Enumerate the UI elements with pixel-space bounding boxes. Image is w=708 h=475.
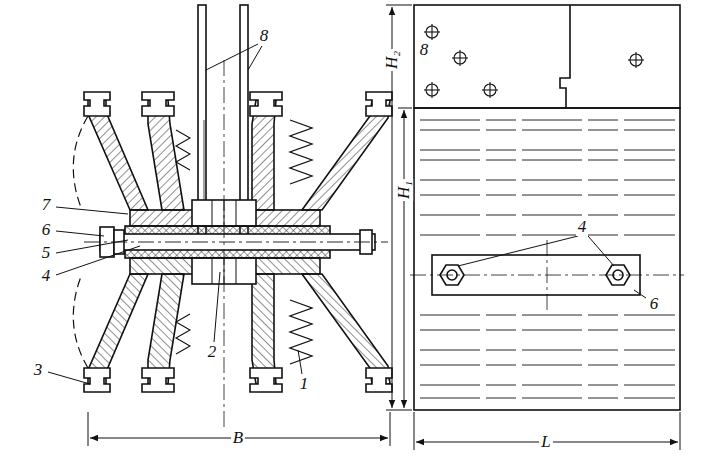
callout-number: 3: [32, 361, 45, 379]
callout-number: 6: [40, 221, 53, 239]
callout-number: 1: [298, 375, 311, 393]
leader-lines: [458, 236, 646, 298]
dimension-label: H₁: [395, 179, 413, 201]
dimension-label: L: [539, 433, 552, 451]
callout-number: 6: [648, 295, 661, 313]
callout-number: 7: [40, 196, 53, 214]
leader-lines: [48, 44, 302, 384]
callout-number: 2: [206, 343, 219, 361]
pulley-half-section: [73, 92, 392, 226]
callout-number: 8: [258, 27, 271, 45]
dimension-label: H₂: [383, 49, 401, 71]
plate-holes: [424, 24, 644, 98]
side-view: [386, 5, 684, 450]
sectional-view: [48, 5, 392, 446]
groove-lines: [420, 120, 675, 398]
callout-number: 4: [40, 267, 53, 285]
callout-number: 8: [418, 41, 431, 59]
callout-number: 5: [40, 244, 53, 262]
callout-number: 4: [576, 218, 589, 236]
dimension-label: B: [231, 429, 245, 447]
